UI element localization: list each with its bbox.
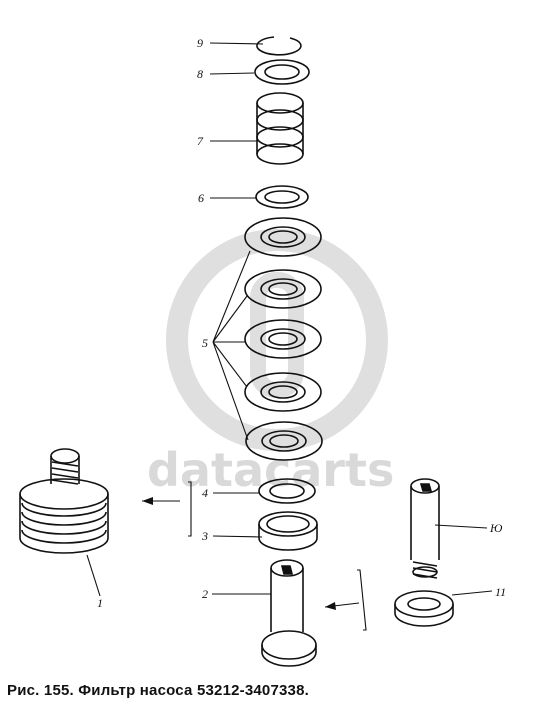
part-8-washer	[254, 59, 310, 85]
part-7-spring	[256, 92, 304, 165]
callout-3: 3	[201, 529, 208, 543]
leader-lines	[86, 42, 493, 631]
callout-8: 8	[197, 67, 203, 81]
callout-4: 4	[202, 486, 208, 500]
part-2-pin	[261, 559, 317, 667]
callout-11: 11	[495, 585, 506, 599]
callout-9: 9	[197, 36, 203, 50]
callout-1: 1	[97, 596, 103, 610]
callout-6: 6	[198, 191, 204, 205]
callout-7: 7	[197, 134, 204, 148]
part-6-washer	[255, 185, 309, 209]
callout-5: 5	[202, 336, 208, 350]
part-11-cup-washer	[394, 590, 454, 627]
part-9-snap-ring	[256, 36, 302, 56]
part-4-washer	[258, 478, 316, 504]
figure-caption: Рис. 155. Фильтр насоса 53212-3407338.	[7, 682, 310, 699]
part-1-assembled-filter	[19, 448, 109, 554]
callout-2: 2	[202, 587, 208, 601]
part-10-pin	[410, 478, 440, 579]
callout-10: Ю	[489, 521, 503, 535]
part-3-bushing	[258, 511, 318, 551]
part-5-filter-discs	[244, 217, 323, 461]
